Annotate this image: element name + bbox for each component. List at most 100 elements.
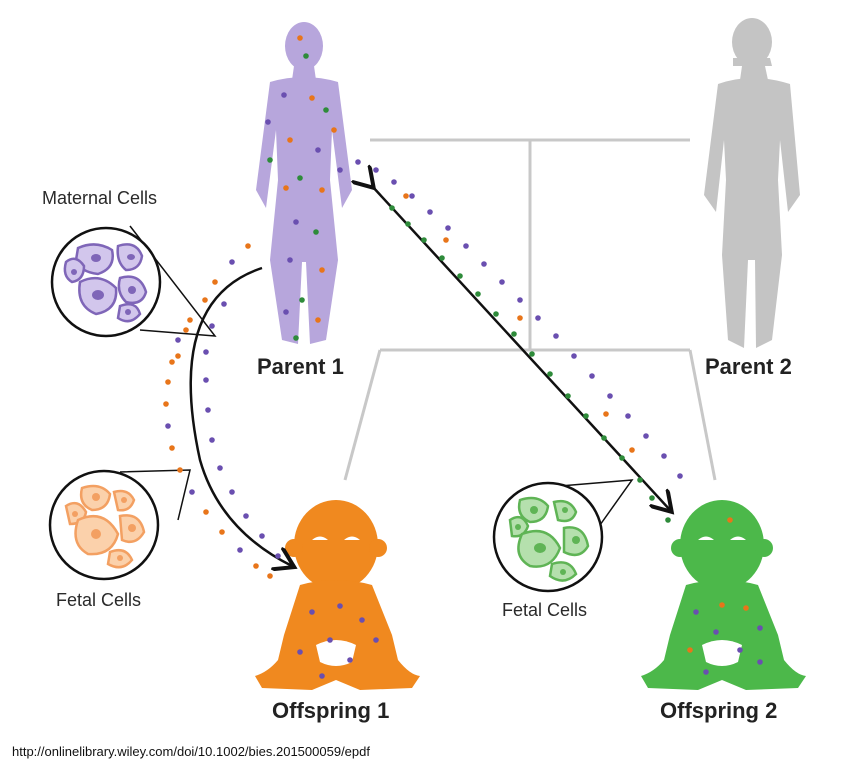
cell-dot [219,529,225,535]
cell-dot [183,327,189,333]
cell-dot [169,359,175,365]
cell-dot [757,659,763,665]
offspring-1-label: Offspring 1 [272,698,390,723]
cell-dot [643,433,649,439]
cell-dot [359,617,365,623]
cell-dot [331,127,337,133]
transfer-arrow-parent1-offspring2 [372,186,670,510]
fetal-cells-label-2: Fetal Cells [502,600,588,620]
cell-dot [427,209,433,215]
cell-dot [187,317,193,323]
cell-dot [221,301,227,307]
cell-dot [409,193,415,199]
cell-dot [283,309,289,315]
cell-dot [275,553,281,559]
family-tree-lines [343,138,717,481]
cell-dot [165,423,171,429]
cell-dot [553,333,559,339]
parent-2-label: Parent 2 [705,354,792,379]
cell-dot [189,489,195,495]
cell-dot [245,243,251,249]
cell-dot [319,673,325,679]
cell-dot [203,509,209,515]
cell-dot [589,373,595,379]
cell-dot [175,337,181,343]
cell-dot [237,547,243,553]
source-url: http://onlinelibrary.wiley.com/doi/10.10… [12,744,370,759]
cell-dot [217,465,223,471]
cell-dot [297,35,303,41]
cell-dot [529,351,535,357]
offspring-2-face [698,536,746,666]
cell-dot [259,533,265,539]
cell-dot [649,495,655,501]
cell-dot [373,637,379,643]
cell-dot [661,453,667,459]
cell-dot [603,411,609,417]
cell-dot [457,273,463,279]
cell-dot [737,647,743,653]
cell-dot [281,92,287,98]
cell-dot [439,255,445,261]
cell-dot [202,297,208,303]
cell-dot [391,179,397,185]
cell-dot [389,205,395,211]
cell-dot [583,413,589,419]
cell-dot [607,393,613,399]
cell-dot [405,221,411,227]
cell-dot [293,219,299,225]
maternal-cells-inset [50,225,217,338]
cell-dot [665,517,671,523]
cell-dot [309,95,315,101]
parent-1-figure [256,22,352,344]
maternal-cells-label: Maternal Cells [42,188,158,208]
cell-dot [373,167,379,173]
cell-dot [327,637,333,643]
cell-dot [517,315,523,321]
cell-dot [177,467,183,473]
cell-dot [319,187,325,193]
cell-dot [727,517,733,523]
cell-dot [571,353,577,359]
cell-dot [743,605,749,611]
cell-dot [303,53,309,59]
cell-dot [323,107,329,113]
offspring-2-label: Offspring 2 [660,698,778,723]
fetal-cells-label-1: Fetal Cells [56,590,142,610]
cell-dot [547,371,553,377]
cell-dot [693,609,699,615]
cell-dot [229,489,235,495]
cell-dot [299,297,305,303]
cell-dot [265,119,271,125]
cell-dot [421,237,427,243]
cell-dot [205,407,211,413]
cell-dot [403,193,409,199]
cell-dot [169,445,175,451]
cell-dot [601,435,607,441]
cell-dot [517,297,523,303]
offspring-1-face [312,536,360,666]
cell-dot [687,647,693,653]
fetal-cells-inset-2 [492,479,634,593]
offspring-1-figure [255,500,420,690]
cell-dot [347,657,353,663]
cell-dot [535,315,541,321]
cell-dot [267,157,273,163]
offspring-2-figure [641,500,806,690]
cell-dot [677,473,683,479]
cell-dots [163,35,763,679]
fetal-cells-inset-1 [48,469,191,581]
cell-dot [703,669,709,675]
cell-dot [287,137,293,143]
cell-dot [511,331,517,337]
cell-dot [203,377,209,383]
cell-dot [625,413,631,419]
cell-dot [481,261,487,267]
cell-dot [163,401,169,407]
cell-dot [445,225,451,231]
cell-dot [719,602,725,608]
parent-1-label: Parent 1 [257,354,344,379]
transfer-arrow-offspring1 [189,266,292,566]
cell-dot [493,311,499,317]
